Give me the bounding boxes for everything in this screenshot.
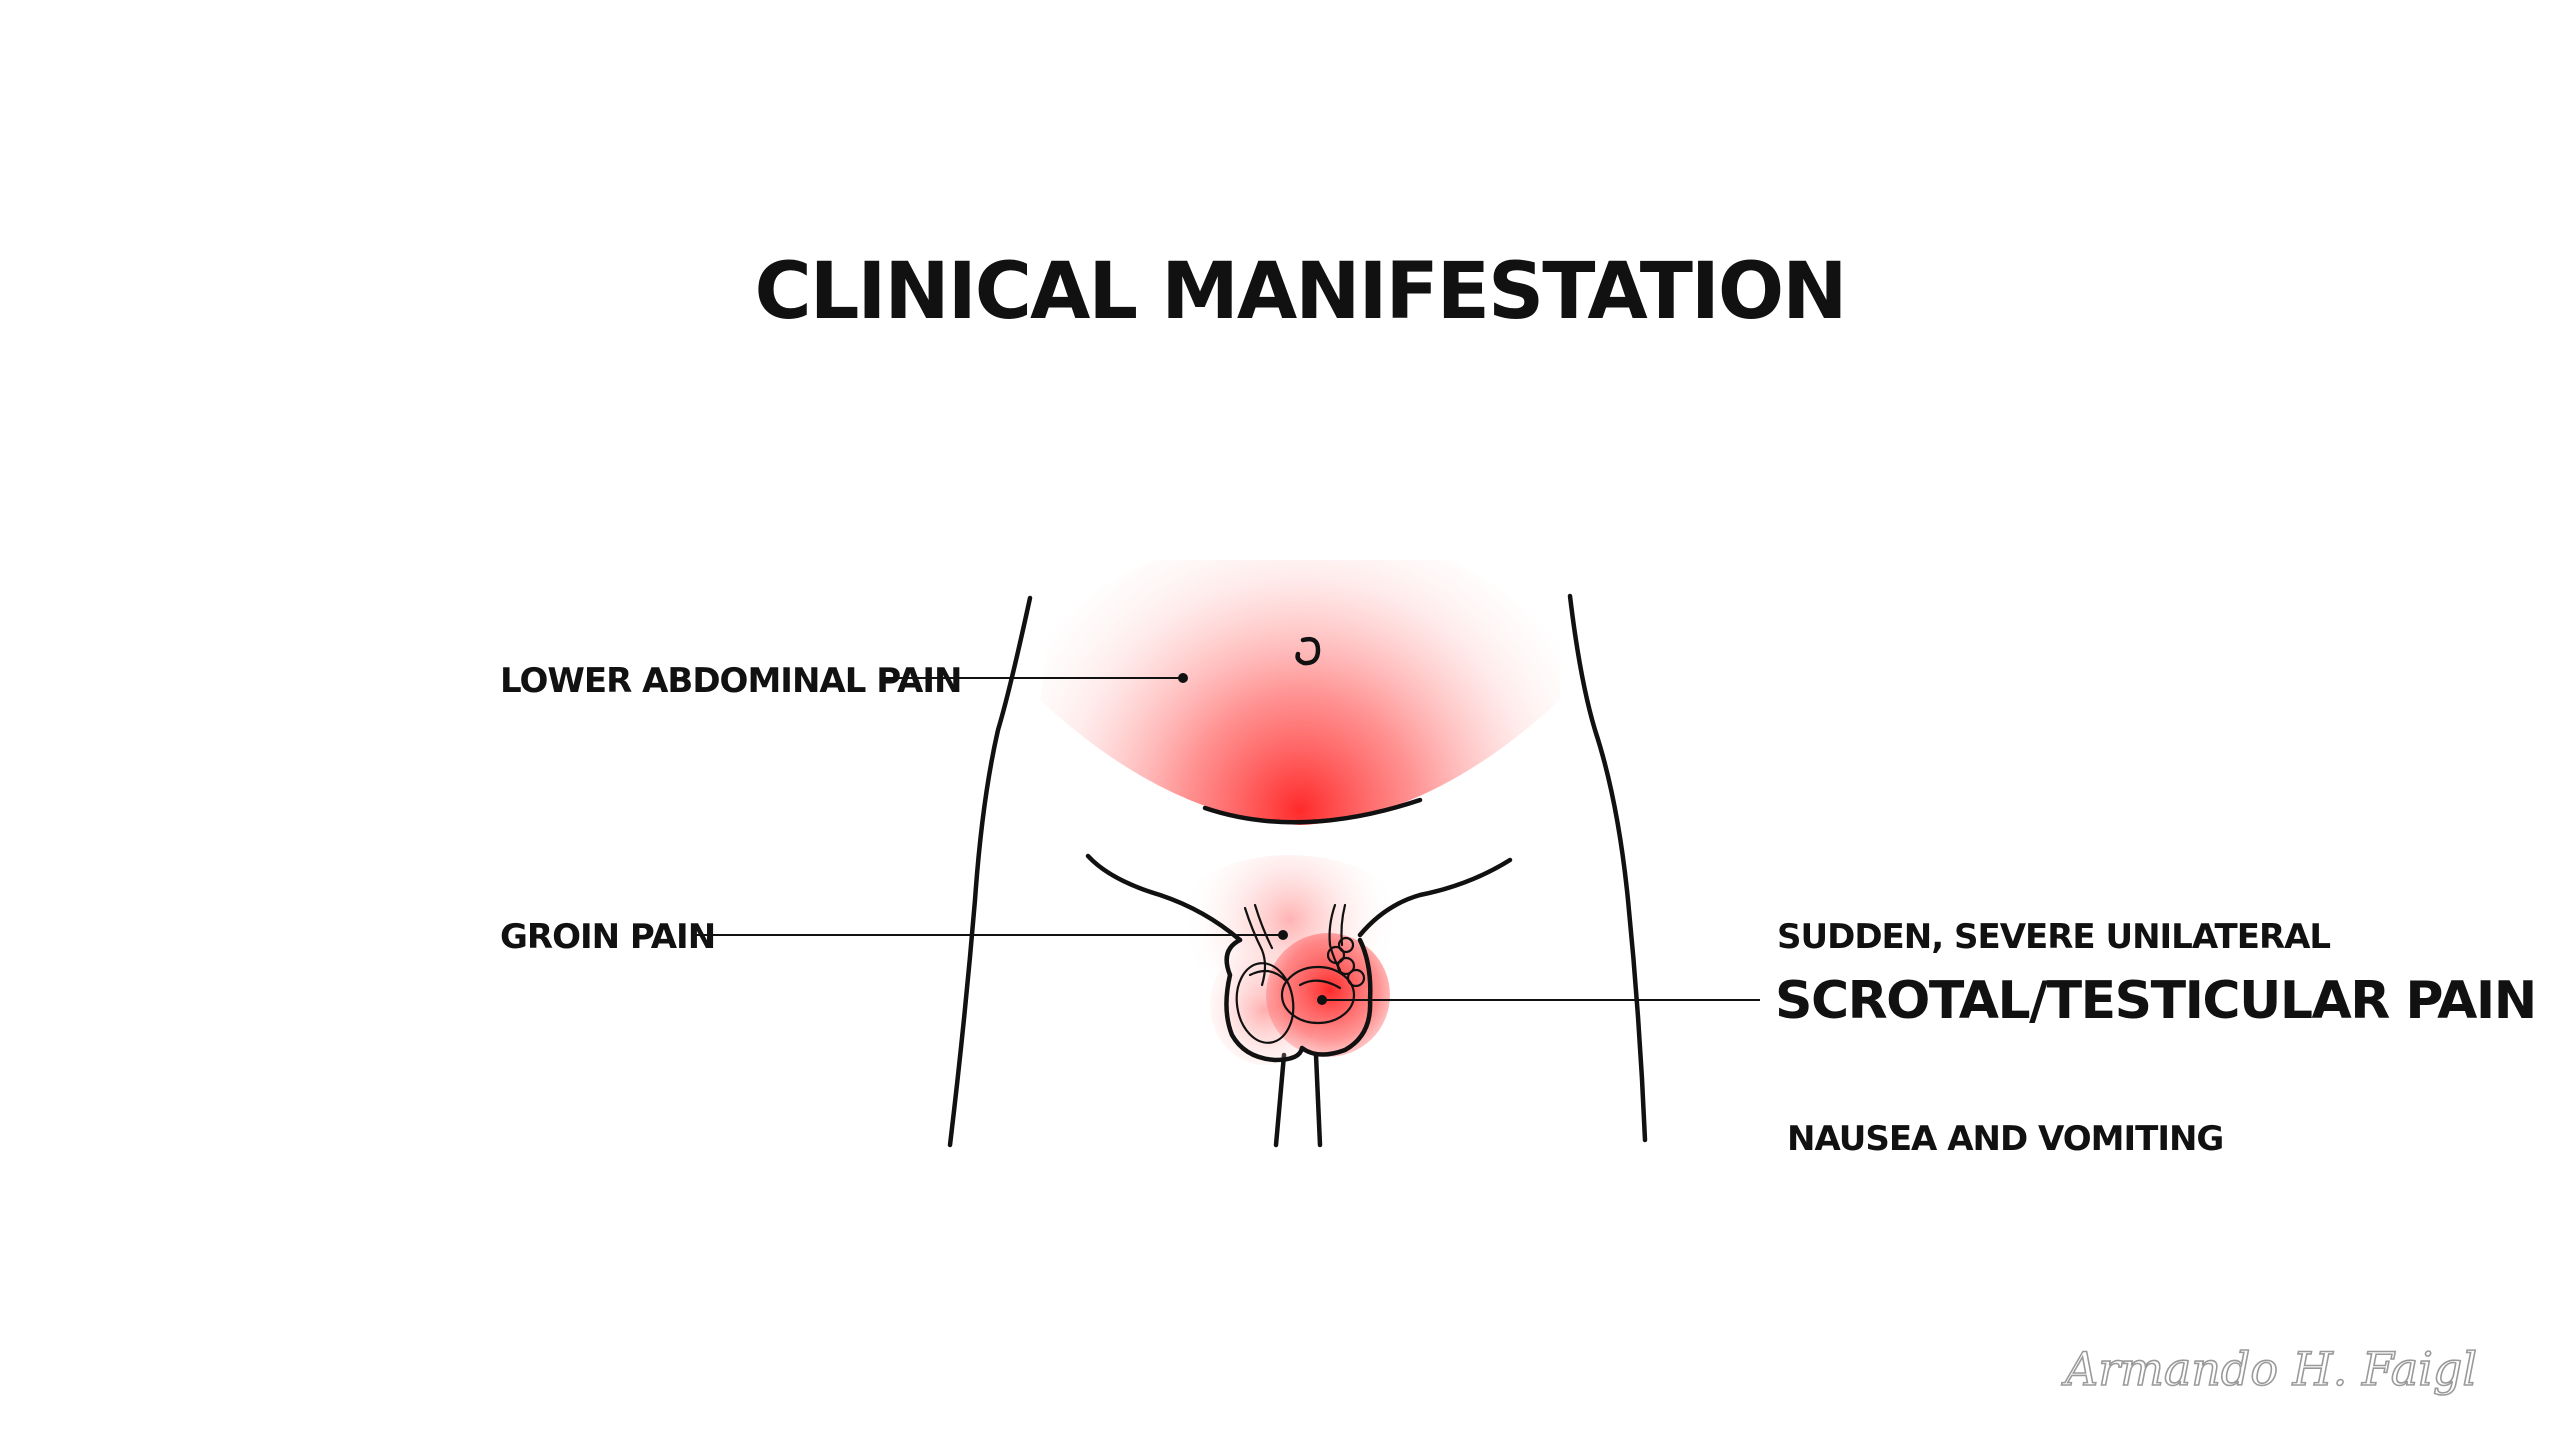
label-scrotal-pain-line1: SUDDEN, SEVERE UNILATERAL bbox=[1777, 917, 2330, 957]
scrotum bbox=[1210, 903, 1390, 1065]
body-outline bbox=[947, 593, 1648, 1148]
diagram-title: CLINICAL MANIFESTATION bbox=[754, 247, 1845, 337]
label-groin-pain: GROIN PAIN bbox=[500, 917, 715, 957]
author-signature: Armando H. Faigl bbox=[2061, 1342, 2477, 1396]
left-testis bbox=[1235, 962, 1295, 1044]
label-nausea-vomiting: NAUSEA AND VOMITING bbox=[1787, 1119, 2223, 1159]
label-lower-abdominal-pain: LOWER ABDOMINAL PAIN bbox=[500, 661, 961, 701]
abdominal-pain-highlight bbox=[1040, 560, 1560, 825]
navel-icon bbox=[1295, 636, 1321, 666]
label-scrotal-pain-line2: SCROTAL/TESTICULAR PAIN bbox=[1775, 971, 2536, 1031]
torsed-testis bbox=[1280, 965, 1356, 1025]
leader-lines bbox=[695, 673, 1760, 1005]
